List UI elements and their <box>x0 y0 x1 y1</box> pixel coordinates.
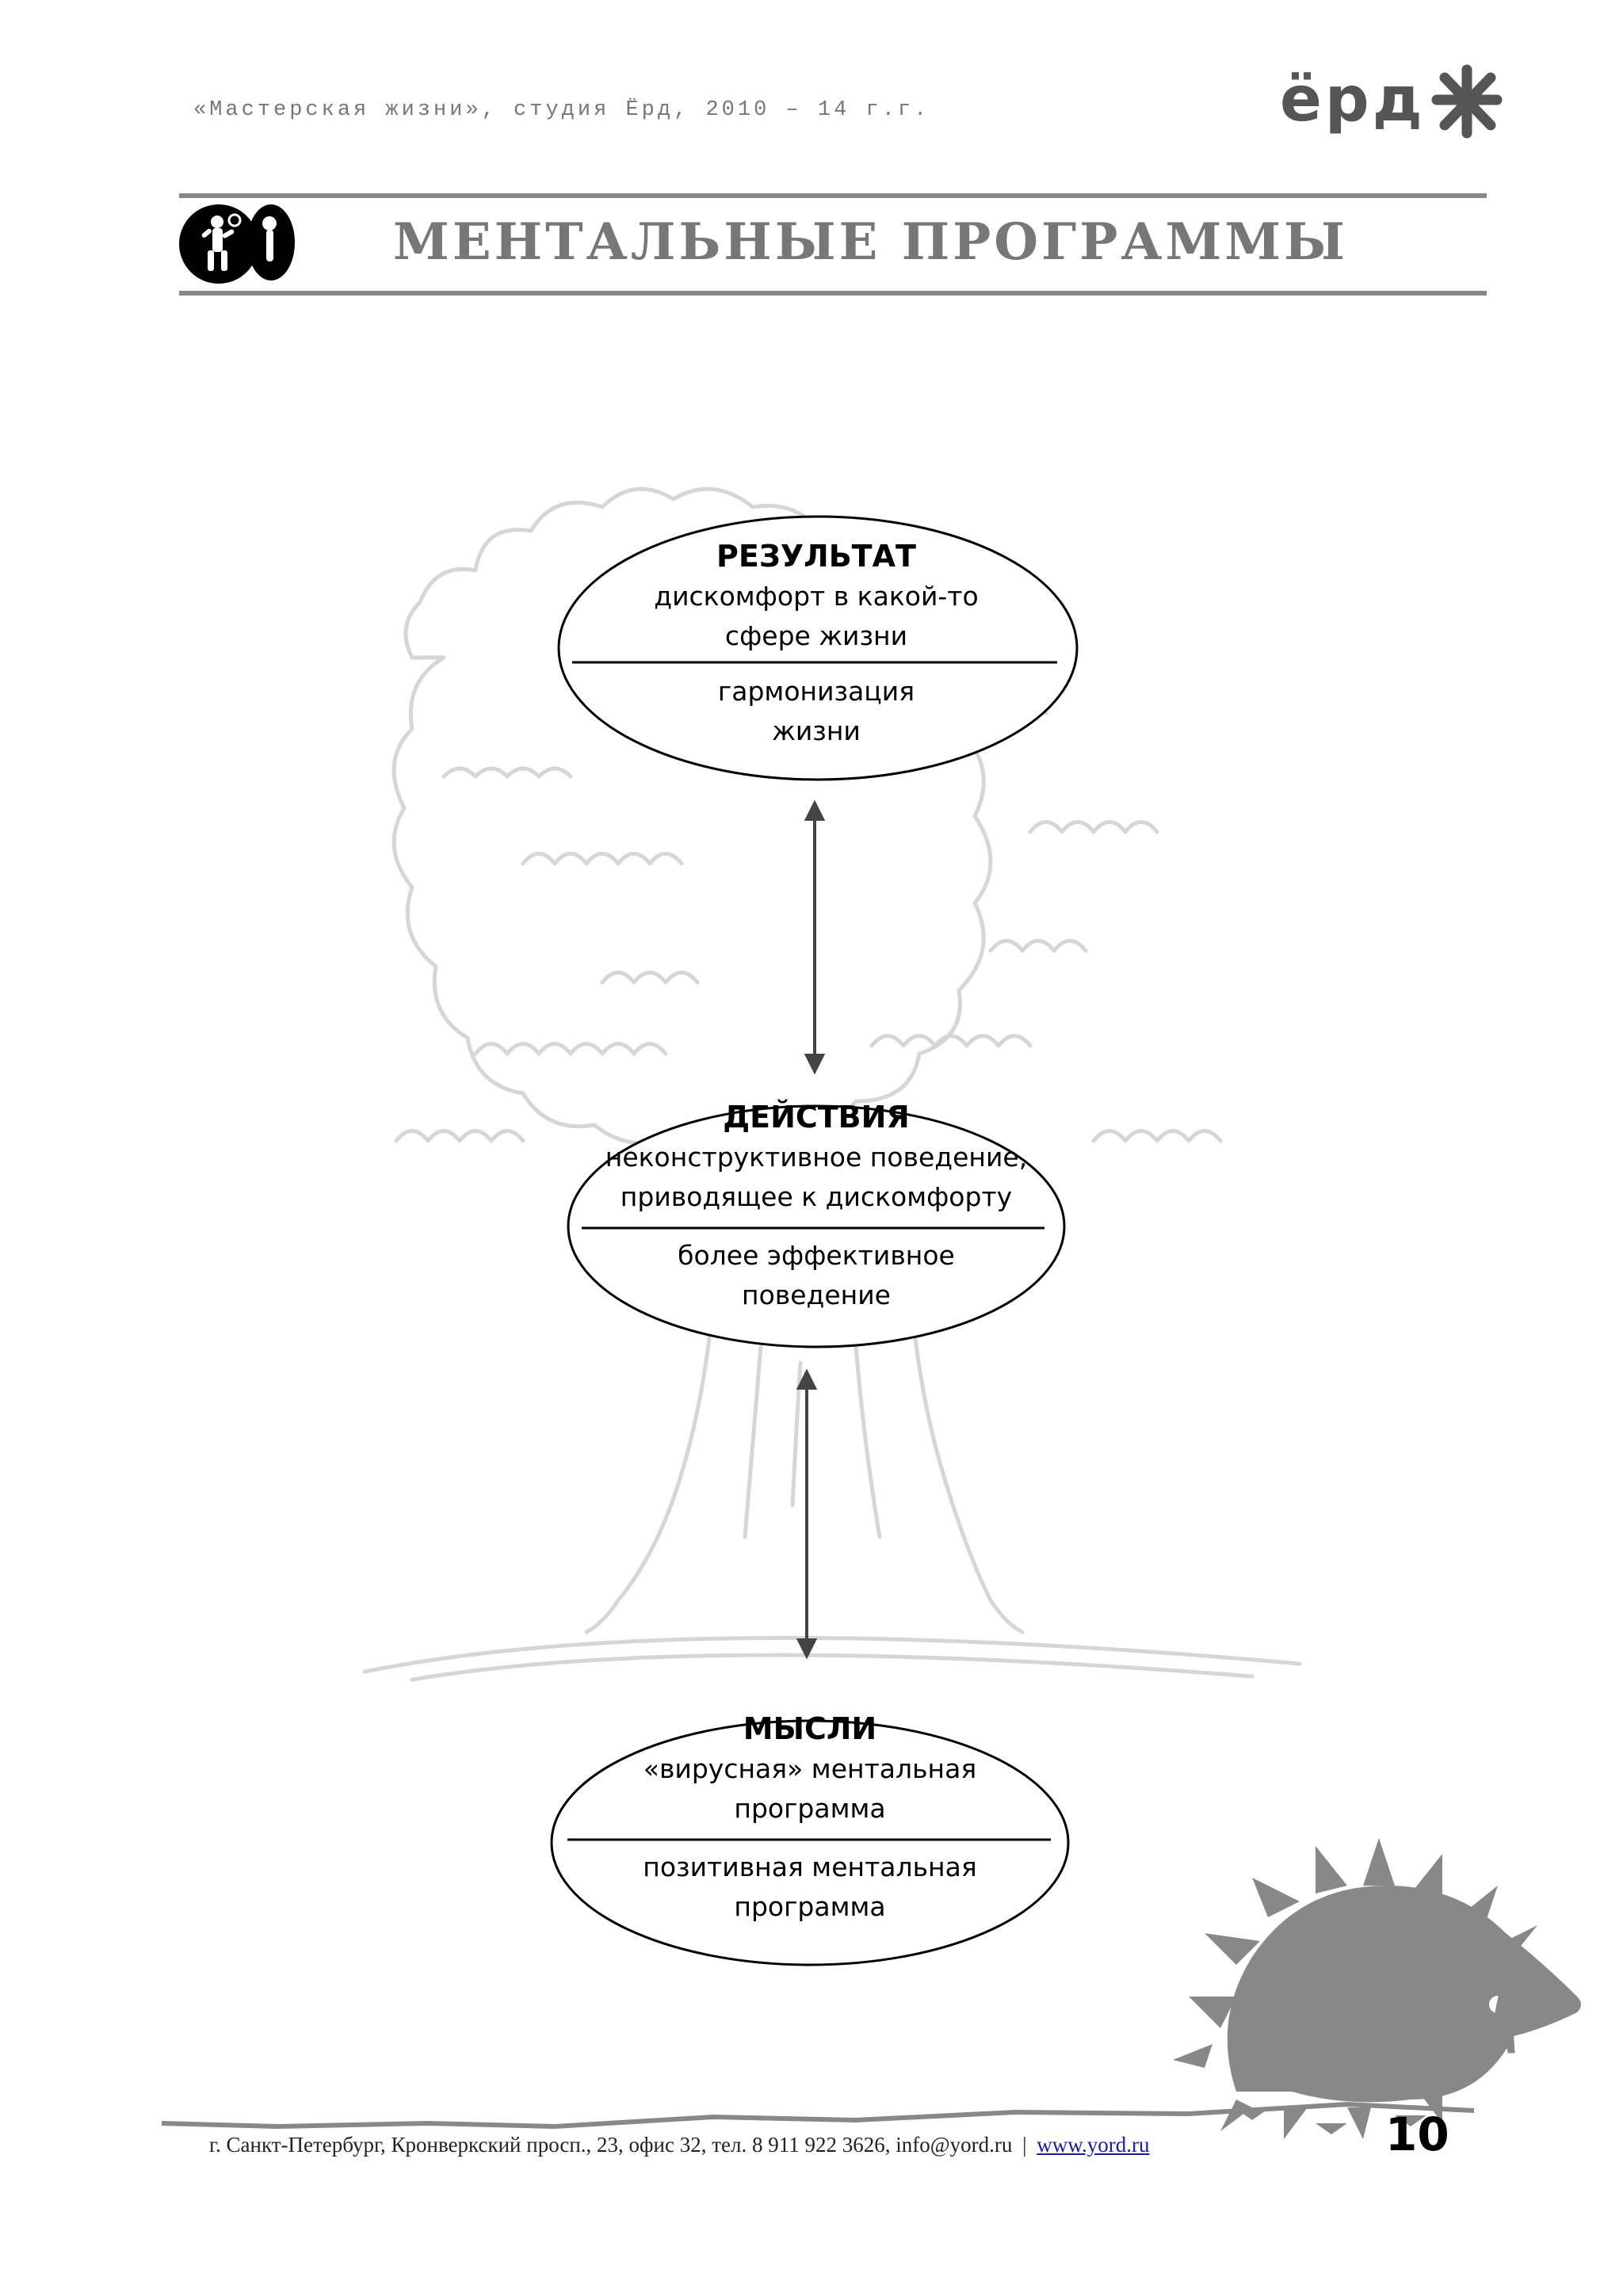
result-node-lower-line-2: жизни <box>772 715 861 746</box>
snowflake-icon <box>1431 64 1503 139</box>
actions-node: ДЕЙСТВИЯ неконструктивное поведение, при… <box>577 1097 1056 1334</box>
page-number: 10 <box>1385 2107 1449 2161</box>
footer-address: г. Санкт-Петербург, Кронверкский просп.,… <box>209 2133 891 2157</box>
result-node-upper-line-1: дискомфорт в какой-то <box>654 581 979 612</box>
result-node-lower-line-1: гармонизация <box>717 676 915 707</box>
thoughts-node-upper-line-1: «вирусная» ментальная <box>643 1753 977 1784</box>
thoughts-node-lower-line-2: программа <box>734 1891 886 1922</box>
double-arrow-actions-thoughts <box>796 1368 818 1660</box>
footer-contact: г. Санкт-Петербург, Кронверкский просп.,… <box>209 2133 1149 2157</box>
title-rule-bottom <box>179 291 1487 296</box>
actions-node-title: ДЕЙСТВИЯ <box>723 1100 910 1135</box>
page-title: МЕНТАЛЬНЫЕ ПРОГРАММЫ <box>393 212 1349 272</box>
result-node-title: РЕЗУЛЬТАТ <box>716 539 916 574</box>
result-node: РЕЗУЛЬТАТ дискомфорт в какой-то сфере жи… <box>571 536 1062 773</box>
footer-website-link[interactable]: www.yord.ru <box>1037 2133 1150 2157</box>
actions-node-upper-line-1: неконструктивное поведение, <box>605 1142 1028 1173</box>
brand-logo-text: ёрд <box>1280 64 1426 135</box>
thoughts-node-title: МЫСЛИ <box>743 1711 877 1746</box>
thoughts-node: МЫСЛИ «вирусная» ментальная программа по… <box>564 1708 1056 1946</box>
studio-logo-icon <box>178 203 296 285</box>
footer-separator: | <box>1022 2133 1027 2157</box>
thoughts-ellipse <box>550 1719 1070 1966</box>
thoughts-node-upper-line-2: программа <box>734 1793 886 1824</box>
hedgehog-illustration <box>1173 1838 1581 2139</box>
result-ellipse <box>557 515 1079 781</box>
thoughts-node-lower-line-1: позитивная ментальная <box>643 1852 977 1882</box>
double-arrow-result-actions <box>804 799 826 1075</box>
figure-with-racket-illustration-body <box>1478 1966 1533 2054</box>
title-rule-top <box>179 193 1487 198</box>
actions-node-upper-line-2: приводящее к дискомфорту <box>620 1181 1013 1212</box>
actions-ellipse <box>567 1104 1066 1348</box>
brand-logo: ёрд <box>1280 60 1510 139</box>
actions-node-lower-line-2: поведение <box>742 1280 891 1310</box>
header-text: «Мастерская жизни», студия Ёрд, 2010 – 1… <box>193 98 930 122</box>
footer-ground-line <box>161 2101 1475 2130</box>
footer-email[interactable]: info@yord.ru <box>896 2133 1013 2157</box>
actions-node-lower-line-1: более эффективное <box>678 1240 955 1271</box>
result-node-upper-line-2: сфере жизни <box>724 620 908 651</box>
